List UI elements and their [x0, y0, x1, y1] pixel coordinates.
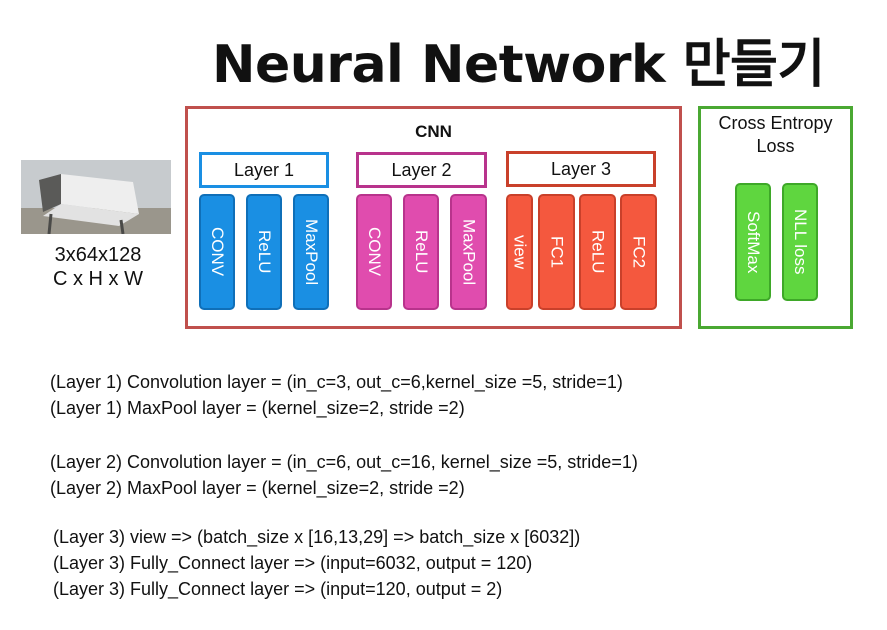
input-dims: C x H x W: [53, 268, 143, 290]
layer-2-relu-block: ReLU: [403, 194, 439, 310]
layer-1-conv-block: CONV: [199, 194, 235, 310]
layer-3-relu-block: ReLU: [579, 194, 616, 310]
desc-layer3-fc1: (Layer 3) Fully_Connect layer => (input=…: [53, 553, 533, 573]
loss-label: Cross Entropy Loss: [718, 113, 833, 156]
desc-layer1-conv: (Layer 1) Convolution layer = (in_c=3, o…: [50, 372, 623, 392]
layer-3-fc1-block: FC1: [538, 194, 575, 310]
layer-2-header: Layer 2: [356, 152, 487, 188]
layer-3-header: Layer 3: [506, 151, 656, 187]
layer-1-maxpool-block: MaxPool: [293, 194, 329, 310]
desc-layer3-fc2: (Layer 3) Fully_Connect layer => (input=…: [53, 579, 503, 599]
desc-layer2-maxpool: (Layer 2) MaxPool layer = (kernel_size=2…: [50, 478, 465, 498]
layer-3-view-block: view: [506, 194, 533, 310]
desc-layer3-view: (Layer 3) view => (batch_size x [16,13,2…: [53, 527, 581, 547]
input-image: [21, 160, 171, 234]
loss-container: [698, 106, 853, 329]
chair-photo-icon: [21, 160, 171, 234]
layer-3-fc2-block: FC2: [620, 194, 657, 310]
nll-loss-block: NLL loss: [782, 183, 818, 301]
desc-layer1-maxpool: (Layer 1) MaxPool layer = (kernel_size=2…: [50, 398, 465, 418]
layer-1-header: Layer 1: [199, 152, 329, 188]
desc-layer2-conv: (Layer 2) Convolution layer = (in_c=6, o…: [50, 452, 638, 472]
page-title: Neural Network 만들기: [212, 35, 825, 95]
softmax-block: SoftMax: [735, 183, 771, 301]
input-shape: 3x64x128: [54, 244, 142, 266]
cnn-label: CNN: [415, 122, 452, 141]
cnn-container: [185, 106, 682, 329]
layer-2-conv-block: CONV: [356, 194, 392, 310]
layer-2-maxpool-block: MaxPool: [450, 194, 487, 310]
layer-1-relu-block: ReLU: [246, 194, 282, 310]
